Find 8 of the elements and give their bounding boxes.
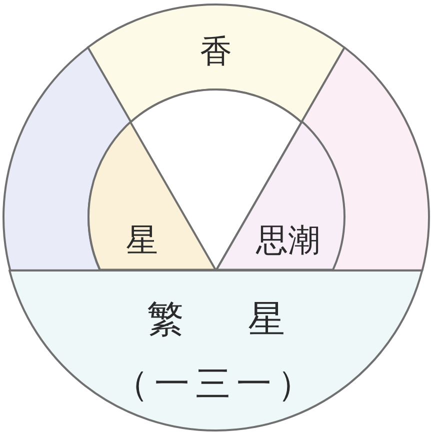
title-text: 繁 星 [147,300,285,338]
segment-label: 思潮 [256,224,320,256]
ring-sector [86,2,346,124]
inner-segment [214,120,346,272]
circular-segment [8,268,424,432]
segment-label: 星 [126,224,158,256]
poem-number: （一三一） [113,368,318,402]
segment-label: 香 [200,35,232,67]
